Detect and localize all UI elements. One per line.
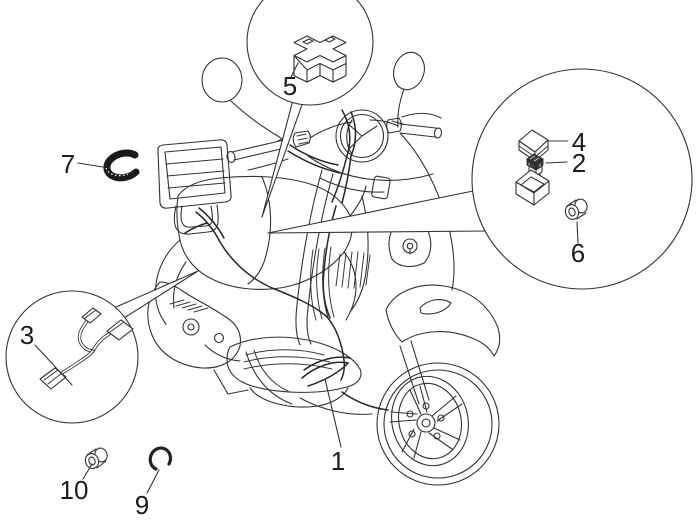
leader-7	[77, 162, 104, 168]
callout-label-9: 9	[135, 490, 149, 520]
callout-labels: 1 2 3 4 5 6 7 9 10	[20, 71, 586, 520]
callout-label-1: 1	[331, 446, 345, 476]
part-bushing	[564, 198, 588, 220]
part-bushing-small	[84, 447, 108, 469]
leader-1	[324, 378, 342, 448]
callout-label-10: 10	[60, 475, 89, 505]
floorboard	[226, 336, 373, 415]
wedge-left-circle	[116, 271, 198, 318]
part-clamp-ring	[103, 149, 140, 182]
part-fuse-holder	[515, 169, 550, 206]
seat	[154, 175, 367, 325]
front-fender	[385, 284, 501, 405]
leader-6	[576, 221, 579, 244]
callout-label-2: 2	[572, 148, 586, 178]
front-shield	[295, 132, 455, 346]
handlebar	[226, 112, 443, 171]
part-connector-block	[293, 35, 347, 83]
callout-label-4: 4	[572, 127, 586, 157]
detail-circle-fuse-kit	[471, 68, 693, 290]
leader-wedges	[115, 99, 488, 319]
part-circlip	[148, 446, 173, 471]
tunnel-vents	[310, 246, 371, 321]
callout-label-6: 6	[571, 238, 585, 268]
leader-9	[146, 469, 160, 494]
leader-5	[290, 62, 299, 78]
part-cable-assembly	[39, 307, 134, 390]
leader-lines	[34, 62, 579, 494]
engine-case	[147, 281, 293, 405]
leader-3	[34, 344, 73, 386]
rear-rack	[157, 139, 232, 235]
headlamp	[335, 109, 389, 163]
leader-2	[545, 161, 568, 164]
front-wheel	[376, 362, 500, 486]
leader-10	[82, 463, 93, 480]
detail-circle-cable	[5, 290, 139, 424]
scooter-line-art	[147, 51, 501, 486]
callout-label-5: 5	[283, 71, 297, 101]
callout-label-7: 7	[61, 149, 75, 179]
callout-label-3: 3	[20, 320, 34, 350]
